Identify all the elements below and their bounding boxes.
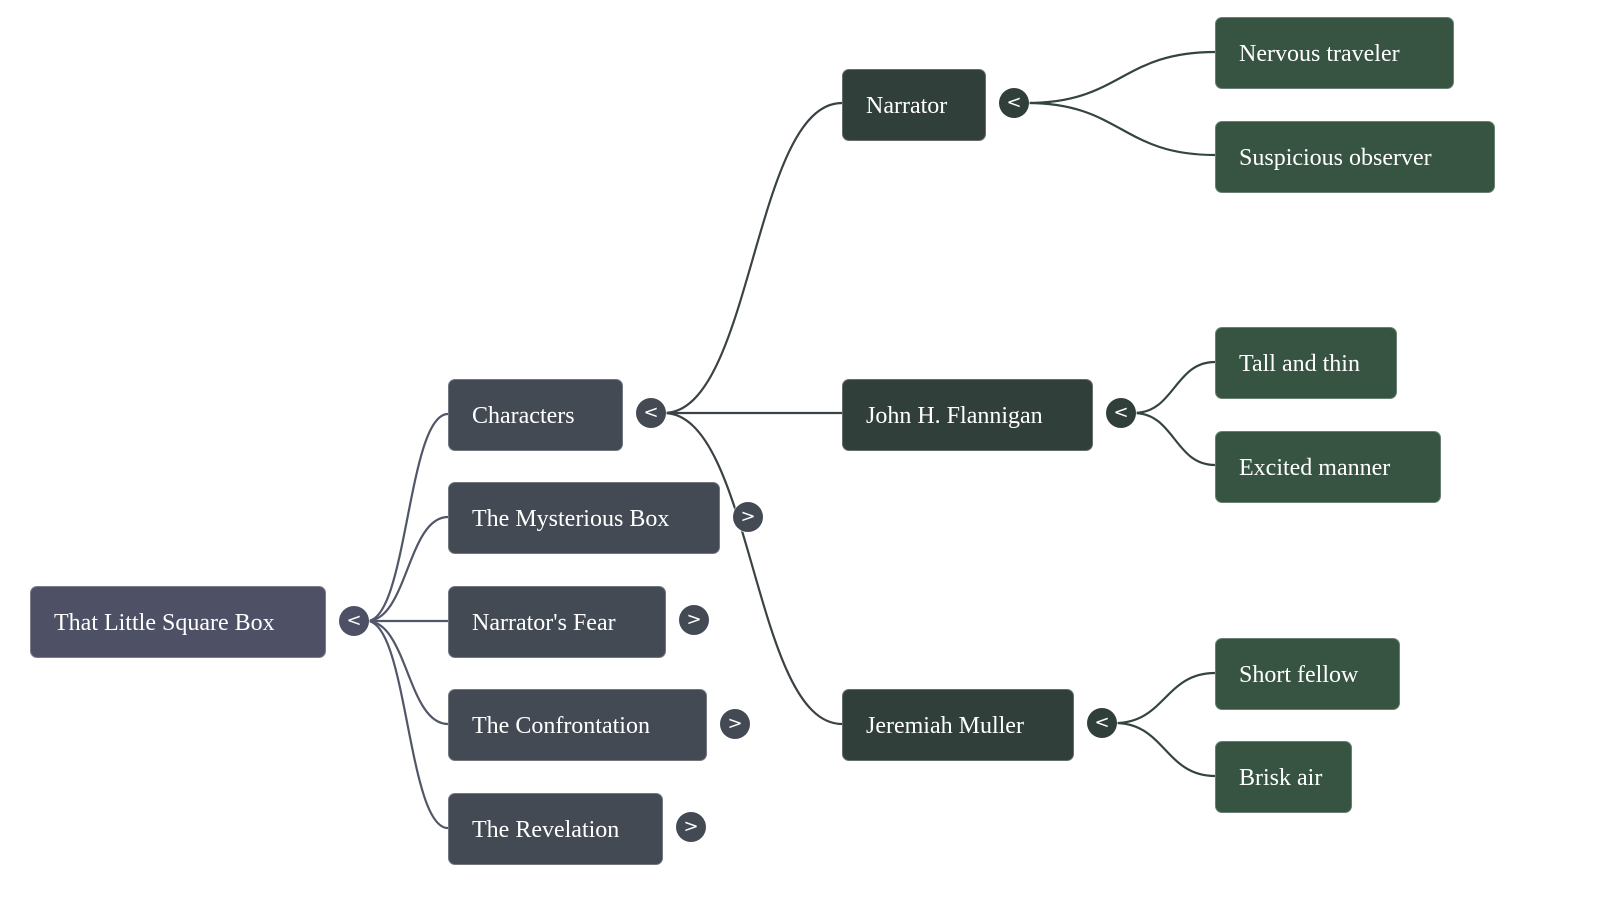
branch-label: Characters — [472, 403, 575, 429]
branch-label: The Revelation — [472, 817, 620, 843]
trait-label: Tall and thin — [1239, 351, 1360, 377]
edge-flannigan-to-trait-0 — [1133, 360, 1216, 415]
trait-label: Excited manner — [1239, 455, 1391, 481]
edge-root-to-branch-0 — [366, 412, 449, 623]
branch-label: The Confrontation — [472, 713, 650, 739]
collapse-toggle-narrator[interactable]: < — [999, 88, 1029, 118]
character-label: Narrator — [866, 93, 948, 119]
trait-label: Short fellow — [1239, 662, 1359, 688]
branch-label: The Mysterious Box — [472, 506, 670, 532]
trait-node-nervous-traveler[interactable]: Nervous traveler — [1215, 17, 1454, 89]
collapse-toggle-john-h-flannigan[interactable]: < — [1106, 398, 1136, 428]
character-label: John H. Flannigan — [866, 403, 1043, 429]
trait-label: Nervous traveler — [1239, 41, 1400, 67]
branch-node-the-confrontation[interactable]: The Confrontation — [448, 689, 707, 761]
character-node-jeremiah-muller[interactable]: Jeremiah Muller — [842, 689, 1074, 761]
trait-node-excited-manner[interactable]: Excited manner — [1215, 431, 1441, 503]
branch-label: Narrator's Fear — [472, 610, 616, 636]
branch-node-characters[interactable]: Characters — [448, 379, 623, 451]
edge-muller-to-trait-0 — [1114, 671, 1216, 725]
expand-toggle-narrators-fear[interactable]: > — [679, 605, 709, 635]
edge-muller-to-trait-1 — [1114, 721, 1216, 778]
edge-root-to-branch-3 — [366, 619, 449, 726]
expand-toggle-the-mysterious-box[interactable]: > — [733, 502, 763, 532]
edge-narrator-to-trait-0 — [1026, 50, 1216, 105]
edge-root-to-branch-4 — [366, 619, 449, 830]
edge-narrator-to-trait-1 — [1026, 101, 1216, 157]
edge-characters-to-character-2 — [663, 411, 843, 726]
edge-flannigan-to-trait-1 — [1133, 411, 1216, 467]
collapse-toggle-characters[interactable]: < — [636, 398, 666, 428]
edge-root-to-branch-1 — [366, 515, 449, 623]
edge-characters-to-character-0 — [663, 101, 843, 415]
branch-node-the-mysterious-box[interactable]: The Mysterious Box — [448, 482, 720, 554]
trait-node-brisk-air[interactable]: Brisk air — [1215, 741, 1352, 813]
character-node-john-h-flannigan[interactable]: John H. Flannigan — [842, 379, 1093, 451]
trait-node-tall-and-thin[interactable]: Tall and thin — [1215, 327, 1397, 399]
expand-toggle-the-confrontation[interactable]: > — [720, 709, 750, 739]
trait-node-short-fellow[interactable]: Short fellow — [1215, 638, 1400, 710]
expand-toggle-the-revelation[interactable]: > — [676, 812, 706, 842]
collapse-toggle-root[interactable]: < — [339, 606, 369, 636]
branch-node-narrators-fear[interactable]: Narrator's Fear — [448, 586, 666, 658]
character-label: Jeremiah Muller — [866, 713, 1024, 739]
root-node-label: That Little Square Box — [54, 610, 275, 636]
root-node[interactable]: That Little Square Box — [30, 586, 326, 658]
collapse-toggle-jeremiah-muller[interactable]: < — [1087, 708, 1117, 738]
character-node-narrator[interactable]: Narrator — [842, 69, 986, 141]
trait-label: Brisk air — [1239, 765, 1323, 791]
trait-label: Suspicious observer — [1239, 145, 1432, 171]
trait-node-suspicious-observer[interactable]: Suspicious observer — [1215, 121, 1495, 193]
branch-node-the-revelation[interactable]: The Revelation — [448, 793, 663, 865]
